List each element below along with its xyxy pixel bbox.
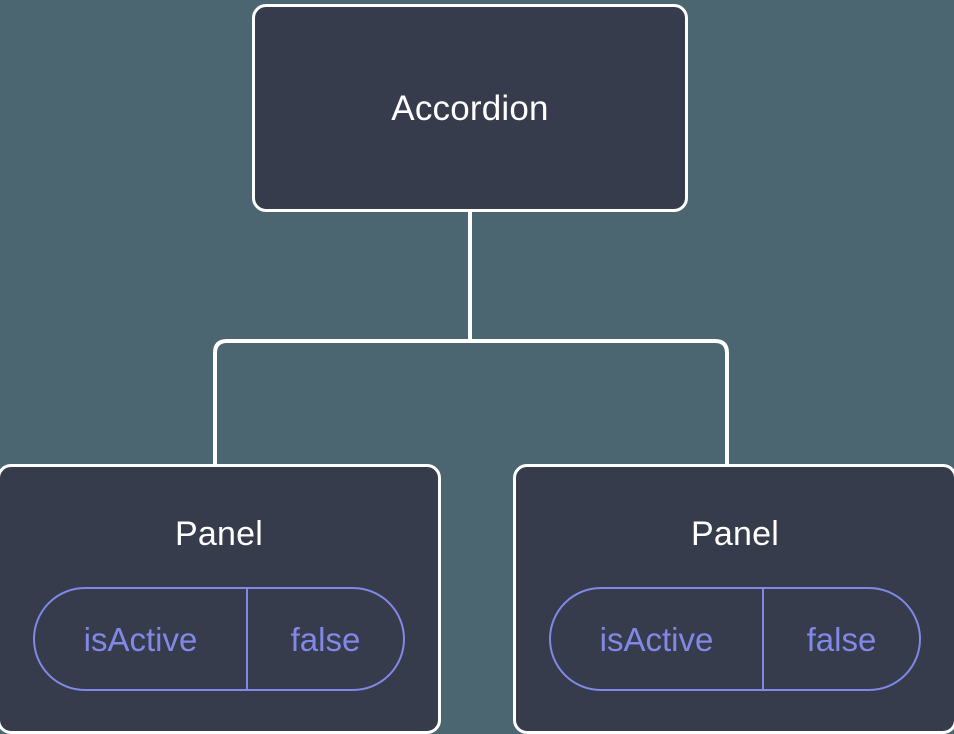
prop-key-isactive-right: isActive bbox=[551, 589, 764, 689]
node-title-panel-right: Panel bbox=[691, 515, 779, 553]
prop-key-isactive-left: isActive bbox=[35, 589, 248, 689]
node-accordion[interactable]: Accordion bbox=[252, 4, 688, 212]
edge-root-to-left-panel bbox=[213, 211, 472, 468]
node-panel-right[interactable]: Panel isActive false bbox=[513, 464, 954, 734]
edge-root-to-right-panel bbox=[468, 211, 729, 468]
node-title-panel-left: Panel bbox=[175, 515, 263, 553]
node-panel-left[interactable]: Panel isActive false bbox=[0, 464, 441, 734]
prop-value-isactive-left: false bbox=[290, 620, 361, 658]
node-title-accordion: Accordion bbox=[391, 88, 549, 128]
prop-value-isactive-right: false bbox=[806, 620, 877, 658]
prop-pill-isactive-right[interactable]: isActive false bbox=[549, 587, 921, 691]
prop-pill-isactive-left[interactable]: isActive false bbox=[33, 587, 405, 691]
